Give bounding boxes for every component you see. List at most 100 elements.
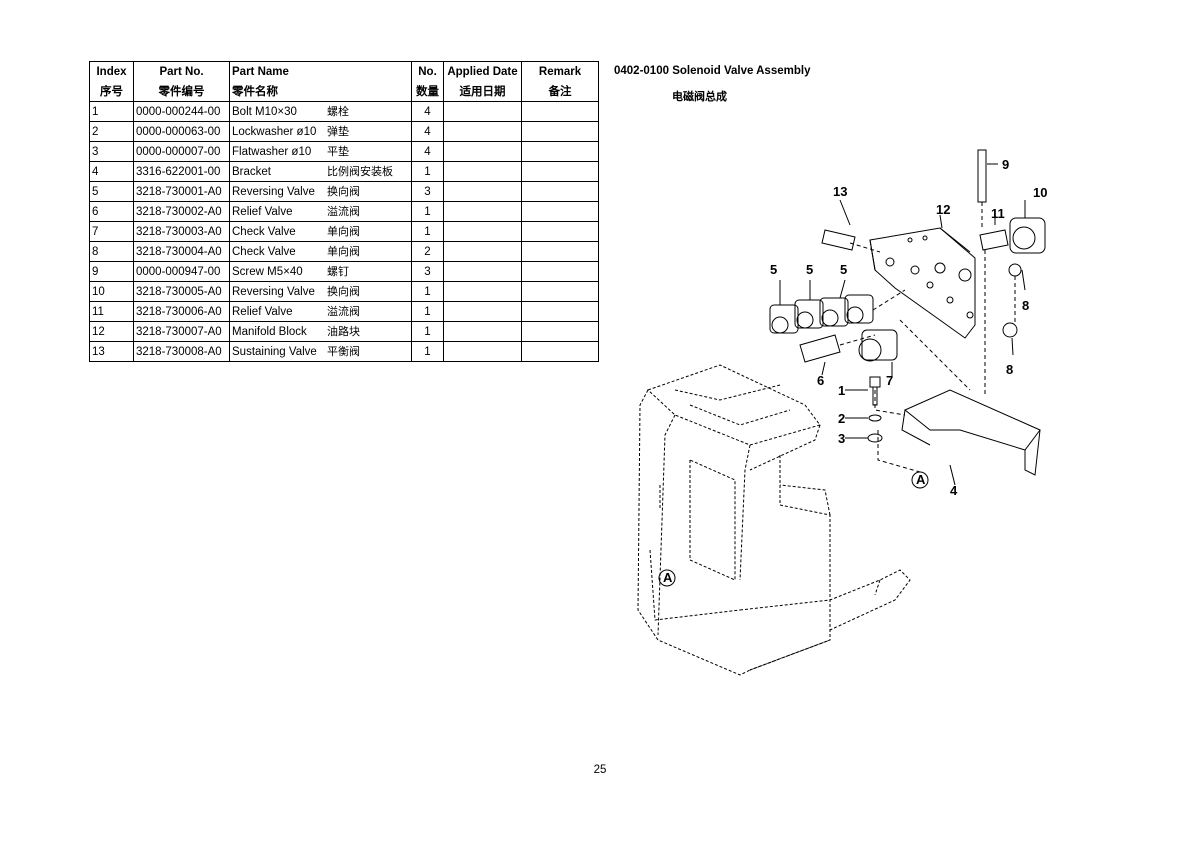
row-qty: 3: [411, 181, 444, 202]
row-part-name: Manifold Block 油路块: [229, 321, 412, 342]
header-row-en: Index Part No. Part Name No. Applied Dat…: [89, 61, 599, 82]
assembly-lines: [839, 202, 1016, 473]
row-name-en: Relief Valve: [232, 205, 293, 218]
row-applied-date: [443, 321, 522, 342]
row-part-name: Check Valve 单向阀: [229, 221, 412, 242]
row-name-zh: 单向阀: [327, 224, 360, 238]
row-qty: 4: [411, 101, 444, 122]
header-index: Index: [89, 61, 134, 82]
row-name-zh: 换向阀: [327, 284, 360, 298]
row-qty: 1: [411, 281, 444, 302]
manifold-block: [869, 227, 976, 339]
row-name-zh: 弹垫: [327, 124, 349, 138]
row-part-no: 3218-730006-A0: [133, 301, 230, 322]
header-qty-zh: 数量: [411, 82, 444, 102]
row-index: 7: [89, 221, 134, 242]
row-qty: 1: [411, 201, 444, 222]
row-part-no: 3218-730007-A0: [133, 321, 230, 342]
leader-lines: [779, 163, 1026, 486]
callout-7: 7: [886, 373, 893, 388]
row-remark: [521, 221, 599, 242]
row-name-en: Relief Valve: [232, 305, 293, 318]
table-row: 11 3218-730006-A0 Relief Valve 溢流阀 1: [89, 301, 599, 322]
header-part-no: Part No.: [133, 61, 230, 82]
row-name-en: Lockwasher ø10: [232, 125, 317, 138]
row-part-name: Relief Valve 溢流阀: [229, 301, 412, 322]
row-part-no: 3218-730002-A0: [133, 201, 230, 222]
row-part-name: Check Valve 单向阀: [229, 241, 412, 262]
row-name-zh: 单向阀: [327, 244, 360, 258]
callout-11: 11: [991, 206, 1005, 221]
callout-4: 4: [950, 483, 958, 498]
table-row: 3 0000-000007-00 Flatwasher ø10 平垫 4: [89, 141, 599, 162]
table-row: 2 0000-000063-00 Lockwasher ø10 弹垫 4: [89, 121, 599, 142]
row-applied-date: [443, 281, 522, 302]
table-row: 6 3218-730002-A0 Relief Valve 溢流阀 1: [89, 201, 599, 222]
row-remark: [521, 321, 599, 342]
row-part-no: 0000-000007-00: [133, 141, 230, 162]
table-row: 5 3218-730001-A0 Reversing Valve 换向阀 3: [89, 181, 599, 202]
row-name-en: Check Valve: [232, 245, 296, 258]
row-qty: 4: [411, 121, 444, 142]
row-index: 11: [89, 301, 134, 322]
header-remark-zh: 备注: [521, 82, 599, 102]
row-applied-date: [443, 101, 522, 122]
header-index-zh: 序号: [89, 82, 134, 102]
row-part-name: Screw M5×40 螺钉: [229, 261, 412, 282]
row-part-name: Relief Valve 溢流阀: [229, 201, 412, 222]
callout-5-right: 5: [840, 262, 847, 277]
row-remark: [521, 241, 599, 262]
row-name-en: Bolt M10×30: [232, 105, 297, 118]
row-qty: 1: [411, 301, 444, 322]
row-name-zh: 平衡阀: [327, 344, 360, 358]
row-part-no: 3218-730001-A0: [133, 181, 230, 202]
table-row: 4 3316-622001-00 Bracket 比例阀安装板 1: [89, 161, 599, 182]
row-remark: [521, 121, 599, 142]
row-index: 4: [89, 161, 134, 182]
row-applied-date: [443, 201, 522, 222]
row-applied-date: [443, 161, 522, 182]
row-part-no: 3218-730003-A0: [133, 221, 230, 242]
table-row: 1 0000-000244-00 Bolt M10×30 螺栓 4: [89, 101, 599, 122]
header-qty: No.: [411, 61, 444, 82]
row-remark: [521, 101, 599, 122]
table-row: 8 3218-730004-A0 Check Valve 单向阀 2: [89, 241, 599, 262]
row-qty: 1: [411, 161, 444, 182]
header-remark: Remark: [521, 61, 599, 82]
row-name-zh: 比例阀安装板: [327, 164, 393, 178]
row-name-en: Check Valve: [232, 225, 296, 238]
row-name-zh: 螺钉: [327, 264, 349, 278]
row-qty: 4: [411, 141, 444, 162]
callout-2: 2: [838, 411, 845, 426]
row-applied-date: [443, 261, 522, 282]
row-index: 5: [89, 181, 134, 202]
callout-13: 13: [833, 184, 847, 199]
parts-table: Index Part No. Part Name No. Applied Dat…: [89, 61, 599, 362]
callout-5-left: 5: [770, 262, 777, 277]
row-name-zh: 溢流阀: [327, 304, 360, 318]
row-qty: 2: [411, 241, 444, 262]
row-remark: [521, 281, 599, 302]
row-applied-date: [443, 341, 522, 362]
row-index: 9: [89, 261, 134, 282]
row-name-en: Bracket: [232, 165, 271, 178]
header-applied-date: Applied Date: [443, 61, 522, 82]
bolt-washer-stack: [845, 376, 883, 443]
callout-3: 3: [838, 431, 845, 446]
table-row: 9 0000-000947-00 Screw M5×40 螺钉 3: [89, 261, 599, 282]
header-applied-date-zh: 适用日期: [443, 82, 522, 102]
header-part-name-zh: 零件名称: [229, 82, 412, 102]
row-index: 6: [89, 201, 134, 222]
callout-8-upper: 8: [1022, 298, 1029, 313]
row-name-zh: 换向阀: [327, 184, 360, 198]
row-name-zh: 油路块: [327, 324, 360, 338]
callout-10: 10: [1033, 185, 1047, 200]
row-part-name: Reversing Valve 换向阀: [229, 181, 412, 202]
row-index: 13: [89, 341, 134, 362]
solenoid-valves: [769, 217, 1046, 362]
row-remark: [521, 341, 599, 362]
callout-6: 6: [817, 373, 824, 388]
callout-1: 1: [838, 383, 845, 398]
header-part-no-zh: 零件编号: [133, 82, 230, 102]
row-remark: [521, 141, 599, 162]
